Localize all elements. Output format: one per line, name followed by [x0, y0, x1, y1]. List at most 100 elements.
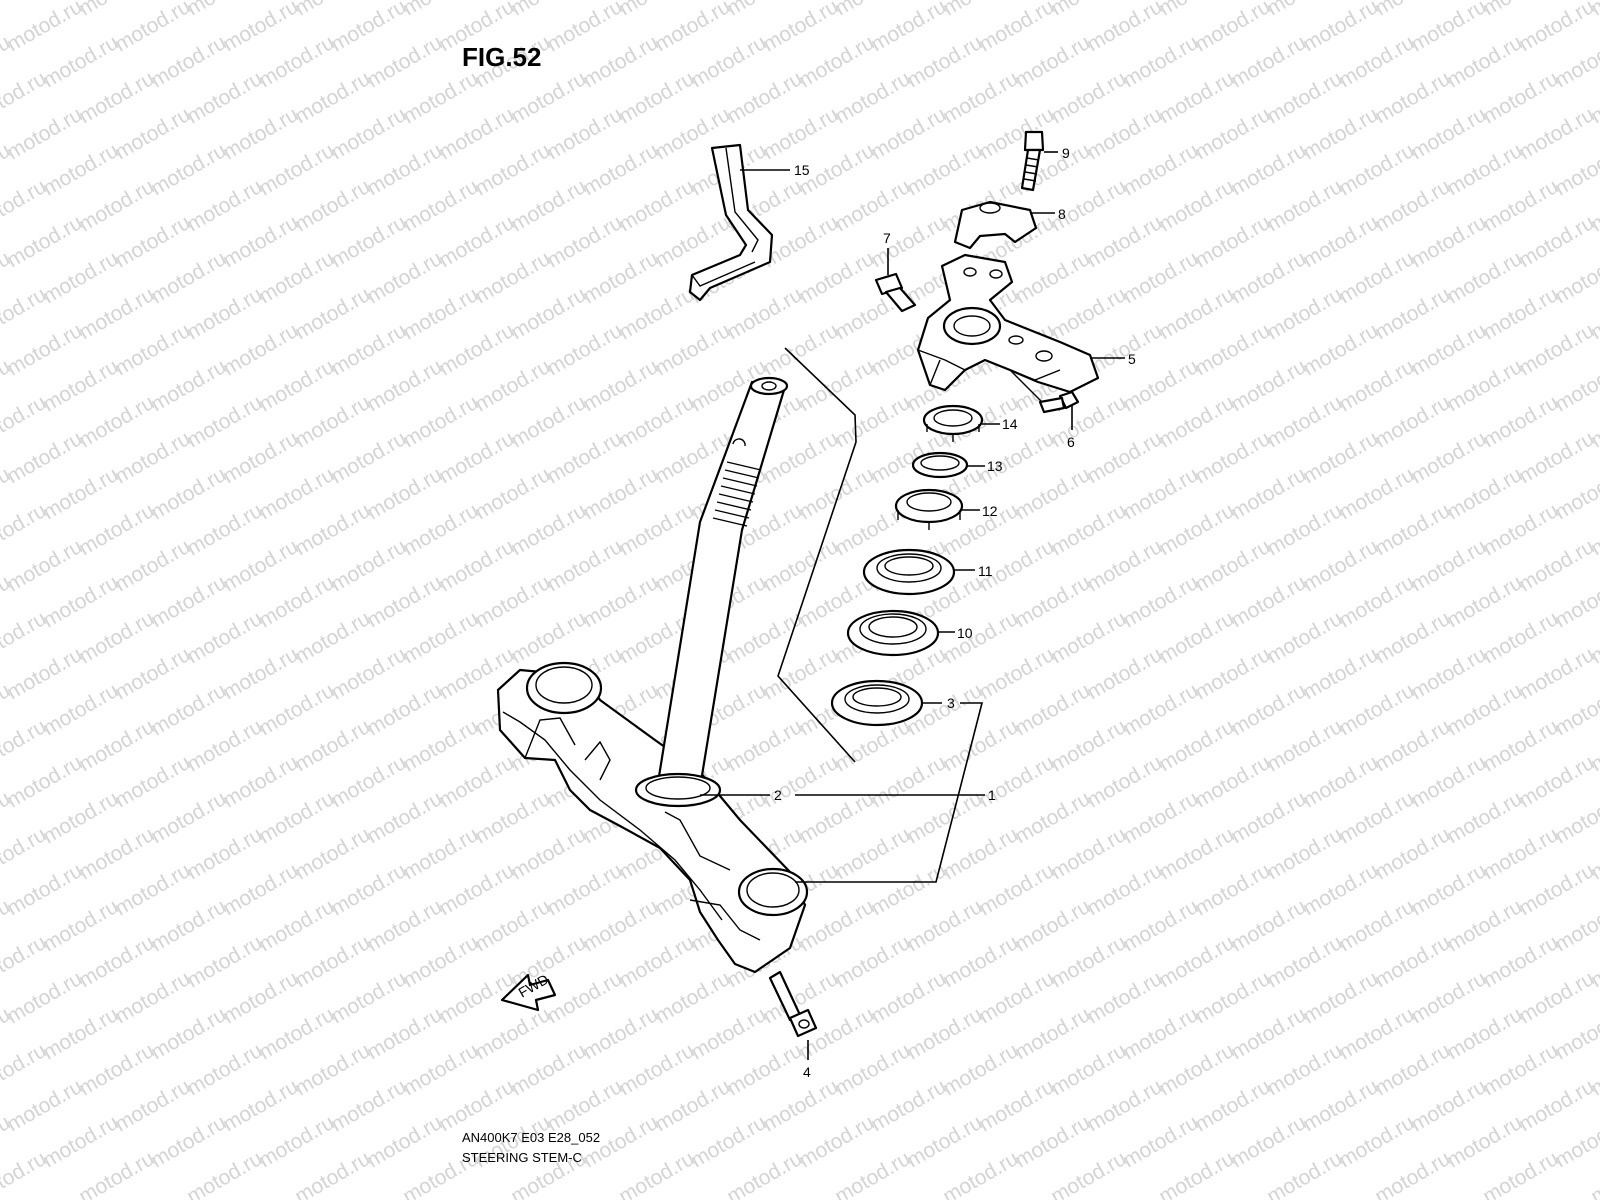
watermark-text: motod.ru — [1371, 283, 1454, 344]
watermark-text: motod.ru — [327, 751, 410, 812]
figure-title: FIG.52 — [462, 42, 541, 72]
callout-2: 2 — [774, 787, 782, 803]
watermark-text: motod.ru — [399, 283, 482, 344]
watermark-text: motod.ru — [759, 319, 842, 380]
watermark-text: motod.ru — [147, 463, 230, 524]
watermark-text: motod.ru — [1371, 607, 1454, 668]
watermark-text: motod.ru — [651, 1075, 734, 1136]
watermark-text: motod.ru — [183, 1147, 266, 1200]
watermark-text: motod.ru — [435, 535, 518, 596]
watermark-text: motod.ru — [867, 103, 950, 164]
watermark-text: motod.ru — [111, 967, 194, 1028]
watermark-text: motod.ru — [1191, 535, 1274, 596]
bolt-6 — [1038, 390, 1080, 414]
watermark-text: motod.ru — [759, 751, 842, 812]
watermark-text: motod.ru — [471, 139, 554, 200]
watermark-text: motod.ru — [903, 787, 986, 848]
watermark-text: motod.ru — [1191, 0, 1274, 56]
watermark-text: motod.ru — [939, 823, 1022, 884]
callout-8: 8 — [1058, 206, 1066, 222]
watermark-text: motod.ru — [39, 895, 122, 956]
watermark-text: motod.ru — [39, 463, 122, 524]
watermark-text: motod.ru — [1227, 139, 1310, 200]
watermark-text: motod.ru — [543, 103, 626, 164]
watermark-text: motod.ru — [0, 1147, 50, 1200]
watermark-text: motod.ru — [1155, 283, 1238, 344]
watermark-text: motod.ru — [363, 463, 446, 524]
watermark-text: motod.ru — [507, 607, 590, 668]
watermark-text: motod.ru — [1191, 967, 1274, 1028]
watermark-text: motod.ru — [471, 787, 554, 848]
watermark-text: motod.ru — [1335, 679, 1418, 740]
watermark-text: motod.ru — [327, 319, 410, 380]
watermark-text: motod.ru — [1479, 823, 1562, 884]
watermark-text: motod.ru — [1515, 535, 1598, 596]
watermark-text: motod.ru — [543, 211, 626, 272]
watermark-text: motod.ru — [399, 715, 482, 776]
watermark-text: motod.ru — [327, 859, 410, 920]
watermark-text: motod.ru — [1011, 571, 1094, 632]
watermark-text: motod.ru — [1515, 643, 1598, 704]
watermark-text: motod.ru — [1263, 1039, 1346, 1100]
watermark-text: motod.ru — [327, 103, 410, 164]
hose-15 — [688, 143, 774, 302]
watermark-text: motod.ru — [903, 895, 986, 956]
watermark-text: motod.ru — [75, 715, 158, 776]
watermark-text: motod.ru — [75, 67, 158, 128]
watermark-text: motod.ru — [1047, 67, 1130, 128]
watermark-text: motod.ru — [579, 31, 662, 92]
watermark-text: motod.ru — [75, 391, 158, 452]
watermark-text: motod.ru — [579, 463, 662, 524]
watermark-text: motod.ru — [0, 1039, 50, 1100]
watermark-text: motod.ru — [1515, 211, 1598, 272]
watermark-text: motod.ru — [1479, 715, 1562, 776]
watermark-text: motod.ru — [1191, 211, 1274, 272]
watermark-text: motod.ru — [1047, 499, 1130, 560]
watermark-text: motod.ru — [1047, 823, 1130, 884]
watermark-text: motod.ru — [75, 1147, 158, 1200]
callout-12: 12 — [982, 503, 998, 519]
watermark-text: motod.ru — [1083, 535, 1166, 596]
watermark-text: motod.ru — [3, 427, 86, 488]
watermark-text: motod.ru — [1011, 31, 1094, 92]
watermark-text: motod.ru — [363, 1003, 446, 1064]
watermark-text: motod.ru — [1191, 319, 1274, 380]
watermark-text: motod.ru — [0, 67, 50, 128]
watermark-text: motod.ru — [975, 859, 1058, 920]
watermark-text: motod.ru — [0, 175, 50, 236]
watermark-text: motod.ru — [39, 247, 122, 308]
watermark-text: motod.ru — [1155, 607, 1238, 668]
callout-5: 5 — [1128, 351, 1136, 367]
watermark-text: motod.ru — [1227, 571, 1310, 632]
watermark-text: motod.ru — [111, 751, 194, 812]
watermark-text: motod.ru — [111, 643, 194, 704]
watermark-text: motod.ru — [651, 967, 734, 1028]
watermark-text: motod.ru — [1407, 1075, 1490, 1136]
watermark-text: motod.ru — [579, 247, 662, 308]
watermark-text: motod.ru — [435, 103, 518, 164]
watermark-text: motod.ru — [795, 463, 878, 524]
watermark-text: motod.ru — [795, 787, 878, 848]
watermark-text: motod.ru — [1083, 643, 1166, 704]
watermark-text: motod.ru — [147, 787, 230, 848]
watermark-text: motod.ru — [147, 1111, 230, 1172]
assembly-bracket-line — [777, 347, 857, 763]
watermark-text: motod.ru — [39, 679, 122, 740]
watermark-text: motod.ru — [1083, 0, 1166, 56]
watermark-text: motod.ru — [291, 391, 374, 452]
watermark-text: motod.ru — [435, 319, 518, 380]
watermark-text: motod.ru — [759, 1075, 842, 1136]
dust-seal-11 — [862, 548, 956, 596]
watermark-text: motod.ru — [831, 1147, 914, 1200]
watermark-text: motod.ru — [579, 139, 662, 200]
watermark-text: motod.ru — [1443, 247, 1526, 308]
callout-11: 11 — [978, 563, 993, 579]
watermark-text: motod.ru — [831, 67, 914, 128]
watermark-text: motod.ru — [183, 391, 266, 452]
callout-4: 4 — [803, 1064, 811, 1080]
watermark-text: motod.ru — [867, 1075, 950, 1136]
watermark-text: motod.ru — [1479, 283, 1562, 344]
watermark-text: motod.ru — [543, 0, 626, 56]
watermark-text: motod.ru — [651, 319, 734, 380]
